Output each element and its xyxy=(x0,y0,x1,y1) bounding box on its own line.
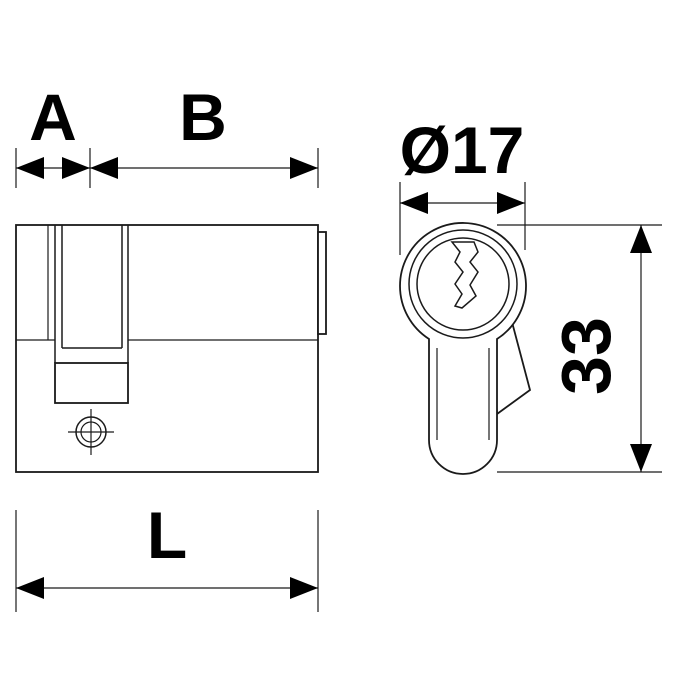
dimension-l: L xyxy=(15,498,319,612)
arrow-height-bottom xyxy=(630,444,652,472)
cam xyxy=(54,362,129,404)
plug-outer-circle xyxy=(408,229,518,339)
profile-outline xyxy=(399,222,527,475)
front-view xyxy=(399,222,532,475)
arrow-diameter-left xyxy=(400,192,428,214)
side-view xyxy=(15,224,327,473)
arrow-a-right xyxy=(62,157,90,179)
dimension-a-b: A B xyxy=(15,80,319,188)
dimension-height: 33 xyxy=(497,224,662,473)
keyway-icon xyxy=(450,241,479,309)
front-plug xyxy=(317,231,327,335)
cam-slot xyxy=(54,225,129,363)
dimension-diameter-label: Ø17 xyxy=(400,113,525,187)
arrow-diameter-right xyxy=(497,192,525,214)
arrow-b-left xyxy=(90,157,118,179)
arrow-b-right xyxy=(290,157,318,179)
arrow-l-right xyxy=(290,577,318,599)
dimension-b-label: B xyxy=(179,80,227,154)
dimension-height-label: 33 xyxy=(547,317,625,395)
dimension-a-label: A xyxy=(29,80,77,154)
arrow-l-left xyxy=(16,577,44,599)
arrow-a-left xyxy=(16,157,44,179)
fixing-hole-icon xyxy=(68,409,114,455)
arrow-height-top xyxy=(630,225,652,253)
plug-inner-circle xyxy=(416,237,510,331)
dimension-l-label: L xyxy=(147,498,187,572)
dimension-diameter: Ø17 xyxy=(399,113,526,255)
